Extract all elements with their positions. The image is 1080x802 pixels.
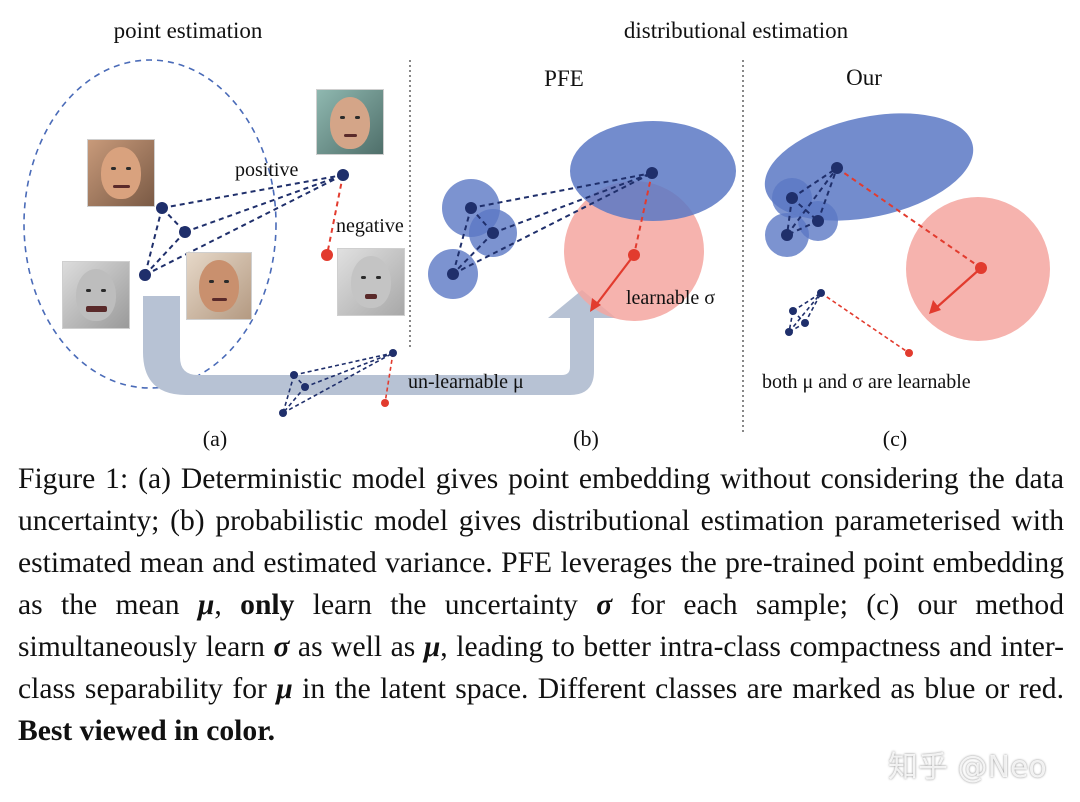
label-both-learnable: both μ and σ are learnable	[762, 371, 971, 393]
panel-c-mini-red-link	[820, 292, 910, 354]
mini-point	[789, 307, 797, 315]
caption-symbol-sigma: σ	[273, 631, 290, 663]
figure-canvas: point estimation positive negative	[23, 18, 1050, 451]
panel-b-title: PFE	[544, 66, 584, 91]
mini-point	[785, 328, 793, 336]
panel-a-point	[179, 226, 191, 238]
blue-distribution-large	[764, 113, 974, 221]
panel-a-point	[337, 169, 349, 181]
caption-segment: ,	[214, 589, 241, 621]
panel-a-point	[156, 202, 168, 214]
caption-segment: for each sample; (c) our method simultan…	[18, 589, 1065, 663]
sigma-arrowhead-c	[929, 300, 941, 314]
panel-b-point	[487, 227, 499, 239]
panel-b-red-link	[633, 172, 653, 256]
panel-c-point	[831, 162, 843, 174]
mini-point	[279, 409, 287, 417]
label-learnable-sigma: learnable σ	[626, 287, 715, 309]
panel-a-negative-point	[321, 249, 333, 261]
panel-c-title: Our	[846, 65, 882, 90]
caption-segment: Figure 1: (a) Deterministic model gives …	[18, 463, 1064, 621]
face-image	[62, 261, 130, 329]
face-image	[337, 248, 405, 316]
panel-b-point	[646, 167, 658, 179]
panel-a-caption: (a)	[203, 426, 227, 451]
label-negative: negative	[336, 215, 404, 237]
mini-point	[817, 289, 825, 297]
caption-segment: as well as	[289, 631, 424, 663]
figure-1: point estimation positive negative	[23, 18, 1050, 451]
class-boundary-ellipse	[23, 59, 277, 389]
mini-negative-point	[381, 399, 389, 407]
caption-bold-best: Best viewed in color.	[18, 715, 276, 747]
caption-segment: , leading to better intra-class compactn…	[18, 631, 1064, 705]
panel-b-point	[465, 202, 477, 214]
label-unlearnable-mu: un-learnable μ	[408, 371, 524, 393]
header-distributional: distributional estimation	[624, 18, 849, 43]
transfer-arrow	[143, 290, 616, 395]
mini-point	[801, 319, 809, 327]
mini-negative-point	[905, 349, 913, 357]
sigma-arrowhead-b	[590, 298, 601, 312]
panel-c-point	[812, 215, 824, 227]
mini-point	[389, 349, 397, 357]
sigma-arrow-b	[595, 254, 635, 306]
panel-c-red-link	[836, 167, 982, 269]
caption-bold-only: only	[240, 589, 295, 621]
panel-b-caption: (b)	[573, 426, 599, 451]
panel-b-point	[447, 268, 459, 280]
mini-point	[290, 371, 298, 379]
face-image	[316, 89, 384, 155]
face-image	[186, 252, 252, 320]
panel-c-point	[786, 192, 798, 204]
caption-symbol-mu: μ	[276, 673, 293, 705]
caption-segment: in the latent space. Different classes a…	[292, 673, 1064, 705]
caption-text: Figure 1: (a) Deterministic model gives …	[18, 458, 1064, 752]
panel-c-caption: (c)	[883, 426, 907, 451]
caption-symbol-sigma: σ	[596, 589, 613, 621]
watermark: 知乎 @Neo	[888, 750, 1047, 785]
panel-c-point	[781, 229, 793, 241]
figure-caption: Figure 1: (a) Deterministic model gives …	[18, 458, 1064, 752]
panel-a-header: point estimation	[114, 18, 263, 43]
label-positive: positive	[235, 159, 298, 181]
mini-diagram-red-link	[384, 352, 394, 404]
sigma-arrow-c	[935, 267, 982, 309]
panel-a-point	[139, 269, 151, 281]
caption-segment: learn the uncertainty	[294, 589, 597, 621]
face-image	[87, 139, 155, 207]
panel-a-red-link	[326, 174, 344, 256]
caption-symbol-mu: μ	[423, 631, 441, 663]
caption-symbol-mu: μ	[197, 589, 215, 621]
mini-point	[301, 383, 309, 391]
